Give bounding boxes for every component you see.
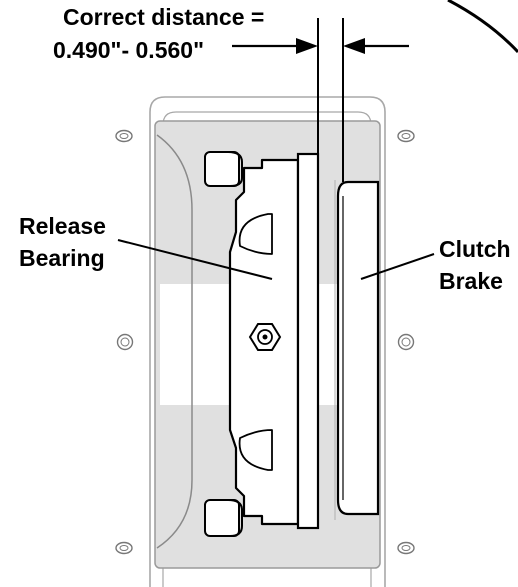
release-bearing xyxy=(228,152,320,530)
bolt-icon xyxy=(116,333,134,351)
bolt-icon xyxy=(397,541,415,555)
distance-label-line-1: Correct distance = xyxy=(63,4,265,30)
clutch-brake-label-line-1: Clutch xyxy=(439,236,511,262)
mounting-bolts xyxy=(115,129,415,555)
release-bearing-label-line-2: Bearing xyxy=(19,245,105,271)
housing-frame xyxy=(149,96,386,587)
bolt-icon xyxy=(115,129,133,143)
grease-fitting-icon xyxy=(248,323,282,351)
gap-measurement xyxy=(232,18,409,182)
clutch-brake-label-line-2: Brake xyxy=(439,268,503,294)
flywheel-arc xyxy=(447,0,518,54)
bearing-ears xyxy=(204,151,243,537)
bolt-icon xyxy=(397,129,415,143)
bolt-icon xyxy=(397,333,415,351)
leader-lines xyxy=(117,239,435,280)
release-bearing-label-line-1: Release xyxy=(19,213,106,239)
clutch-brake xyxy=(336,180,380,516)
bolt-icon xyxy=(115,541,133,555)
distance-label-line-2: 0.490"- 0.560" xyxy=(53,37,204,63)
